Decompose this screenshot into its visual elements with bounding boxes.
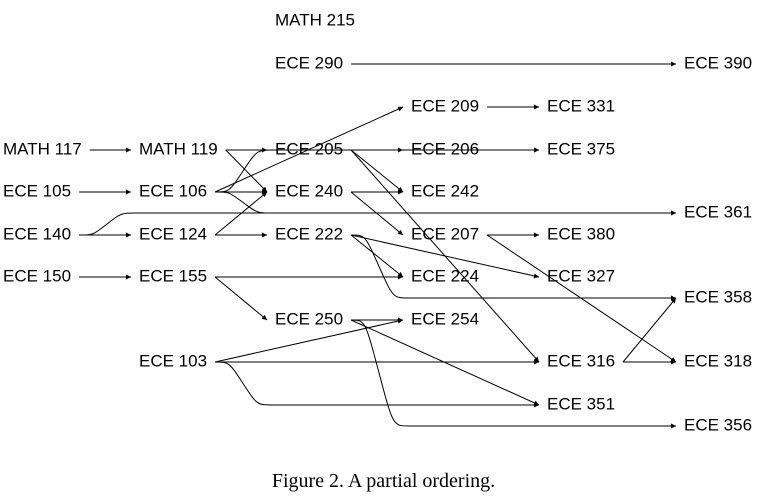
node-ece331: ECE 331 — [547, 96, 615, 115]
node-ece124: ECE 124 — [139, 224, 207, 243]
node-ece375: ECE 375 — [547, 139, 615, 158]
node-ece206: ECE 206 — [411, 139, 479, 158]
node-ece327: ECE 327 — [547, 266, 615, 285]
edge-ece205-to-ece242 — [350, 149, 404, 193]
node-math215: MATH 215 — [275, 10, 355, 29]
figure-caption: Figure 2. A partial ordering. — [271, 470, 496, 492]
node-ece250: ECE 250 — [275, 309, 343, 328]
edge-math119-to-ece240 — [225, 149, 268, 193]
node-ece106: ECE 106 — [139, 181, 207, 200]
edge-ece222-to-ece327 — [350, 234, 540, 279]
node-ece140: ECE 140 — [3, 224, 71, 243]
node-ece155: ECE 155 — [139, 266, 207, 285]
edge-ece222-to-ece358 — [351, 234, 676, 301]
edge-ece106-to-ece375 — [215, 147, 539, 193]
node-ece351: ECE 351 — [547, 394, 615, 413]
node-ece390: ECE 390 — [684, 53, 752, 72]
edge-ece316-to-ece358 — [622, 297, 677, 363]
node-ece222: ECE 222 — [275, 224, 343, 243]
node-ece150: ECE 150 — [3, 266, 71, 285]
edges-layer — [79, 61, 677, 429]
node-ece254: ECE 254 — [411, 309, 479, 328]
edge-ece250-to-ece356 — [351, 319, 676, 429]
edge-ece103-to-ece351 — [215, 361, 539, 408]
edge-ece103-to-ece254 — [214, 318, 404, 363]
node-ece361: ECE 361 — [684, 202, 752, 221]
node-ece242: ECE 242 — [411, 181, 479, 200]
node-ece205: ECE 205 — [275, 139, 343, 158]
node-ece207: ECE 207 — [411, 224, 479, 243]
node-ece318: ECE 318 — [684, 351, 752, 370]
node-ece240: ECE 240 — [275, 181, 343, 200]
node-math119: MATH 119 — [139, 139, 218, 158]
node-ece209: ECE 209 — [411, 96, 479, 115]
node-math117: MATH 117 — [3, 139, 82, 158]
edge-ece222-to-ece224 — [350, 234, 404, 278]
node-ece103: ECE 103 — [139, 351, 207, 370]
node-ece380: ECE 380 — [547, 224, 615, 243]
edge-ece124-to-ece240 — [214, 191, 268, 236]
edge-ece155-to-ece250 — [214, 276, 268, 321]
node-ece290: ECE 290 — [275, 53, 343, 72]
node-ece356: ECE 356 — [684, 415, 752, 434]
node-ece316: ECE 316 — [547, 351, 615, 370]
node-ece224: ECE 224 — [411, 266, 479, 285]
node-ece358: ECE 358 — [684, 287, 752, 306]
node-ece105: ECE 105 — [3, 181, 71, 200]
